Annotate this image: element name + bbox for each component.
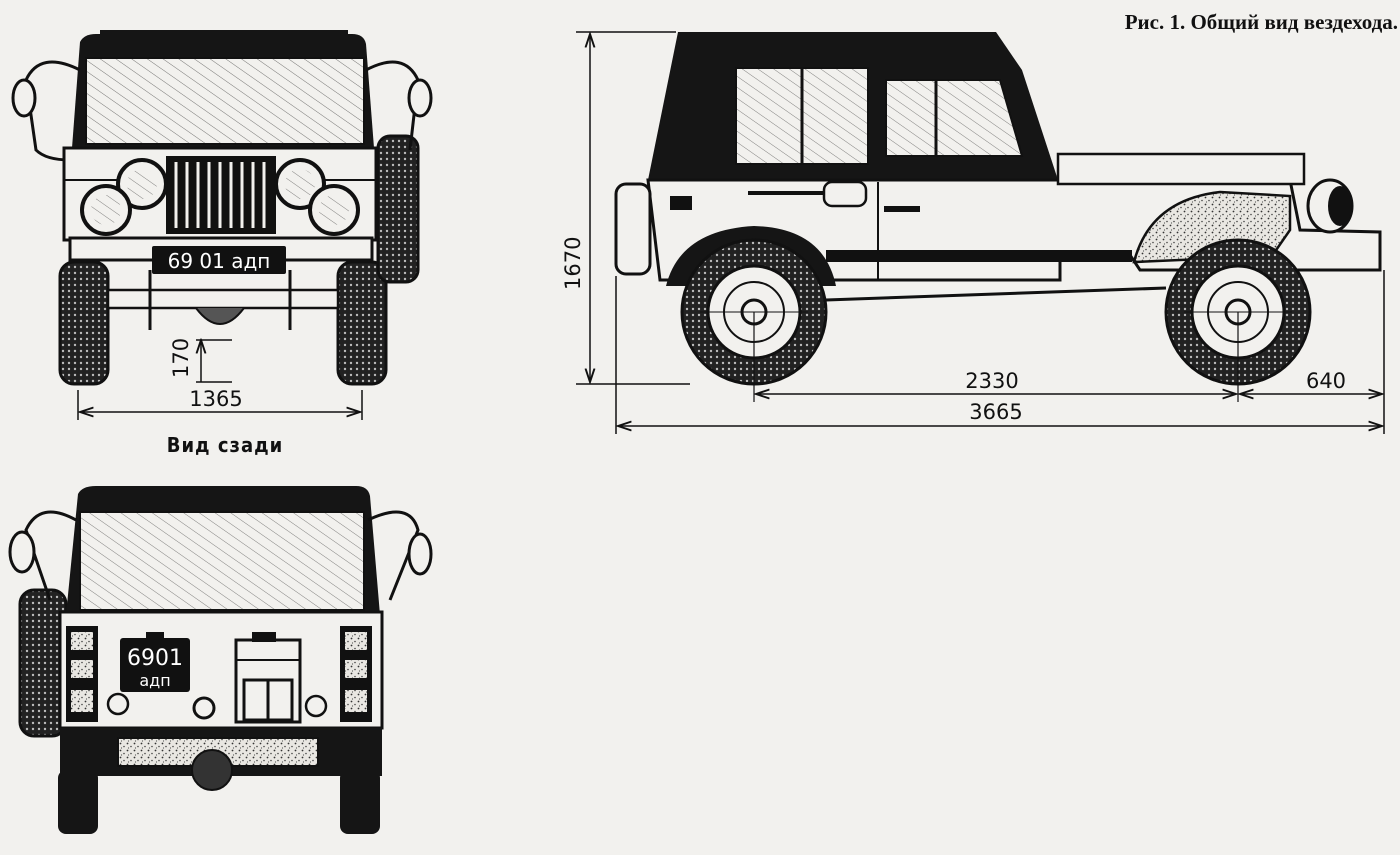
front-axle bbox=[106, 288, 340, 310]
front-plate bbox=[152, 246, 286, 274]
right-mirror bbox=[407, 78, 433, 118]
overhang-label: 640 bbox=[1306, 369, 1346, 393]
rear-left-tire bbox=[58, 770, 98, 834]
rear-differential bbox=[191, 749, 233, 791]
emblem bbox=[670, 196, 692, 210]
ground-clearance-label: 170 bbox=[169, 338, 193, 378]
height-label: 1670 bbox=[561, 237, 585, 290]
hood bbox=[1056, 152, 1306, 186]
left-mirror-arm bbox=[24, 60, 81, 162]
jerry-can bbox=[234, 632, 302, 724]
front-right-tire bbox=[336, 260, 388, 386]
rear-plate bbox=[120, 638, 190, 692]
rear-spare-wheel bbox=[614, 182, 652, 276]
rear-plate-number: 6901 bbox=[127, 646, 183, 671]
figure-caption: Рис. 1. Общий вид вездехода. bbox=[1124, 10, 1398, 34]
side-view: 1670 2330 640 3665 bbox=[561, 31, 1385, 434]
side-spare-wheel bbox=[376, 134, 420, 284]
tow-hitch bbox=[192, 696, 216, 720]
rear-right-mirror bbox=[407, 532, 433, 576]
rear-right-tire bbox=[340, 770, 380, 834]
front-view: 69 01 адп 170 1365 bbox=[11, 30, 433, 420]
total-length-label: 3665 bbox=[969, 400, 1022, 424]
rear-view-label: Вид сзади bbox=[166, 433, 284, 457]
shovel bbox=[822, 180, 868, 208]
reflector-right bbox=[304, 694, 328, 718]
reflector-left bbox=[106, 692, 130, 716]
wheelbase-label: 2330 bbox=[965, 369, 1018, 393]
track-width-label: 1365 bbox=[189, 387, 242, 411]
side-stripe bbox=[826, 250, 1132, 262]
front-plate-text: 69 01 адп bbox=[168, 249, 271, 273]
rear-plate-letters: адп bbox=[139, 671, 170, 690]
rear-body bbox=[58, 610, 384, 730]
rear-left-mirror bbox=[8, 530, 36, 574]
door-handle bbox=[884, 206, 920, 212]
front-left-tire bbox=[58, 260, 110, 386]
left-mirror bbox=[11, 78, 37, 118]
rear-view: 6901 адп bbox=[8, 486, 433, 834]
